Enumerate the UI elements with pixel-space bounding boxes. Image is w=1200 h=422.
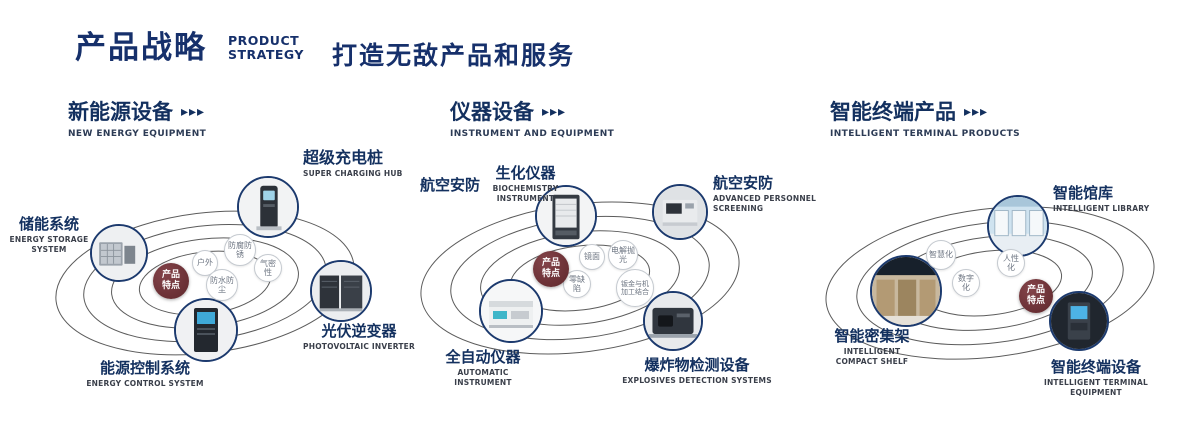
automatic-instrument-image <box>481 281 541 341</box>
label-biochemistry-instrument: 生化仪器 BIOCHEMISTRY INSTRUMENT <box>478 164 573 204</box>
label-super-charging-hub-en: SUPER CHARGING HUB <box>303 169 403 179</box>
label-photovoltaic-inverter-cn: 光伏逆变器 <box>321 322 397 340</box>
section-title-text: 新能源设备 <box>68 100 173 124</box>
label-super-charging-hub: 超级充电桩 SUPER CHARGING HUB <box>303 148 415 179</box>
label-intelligent-library-en: INTELLIGENT LIBRARY <box>1053 204 1150 214</box>
label-personnel-screening: 航空安防 ADVANCED PERSONNEL SCREENING <box>713 174 828 214</box>
label-energy-storage-en: ENERGY STORAGE SYSTEM <box>9 235 89 254</box>
feature-bubble-electropolish: 电解抛光 <box>608 240 638 270</box>
label-intelligent-library: 智能馆库 INTELLIGENT LIBRARY <box>1053 184 1158 214</box>
label-photovoltaic-inverter-en: PHOTOVOLTAIC INVERTER <box>303 342 415 352</box>
page-title-en-line1: PRODUCT <box>228 33 300 48</box>
feature-bubble-zero-defect: 零缺陷 <box>563 270 591 298</box>
label-intelligent-compact-shelf: 智能密集架 INTELLIGENT COMPACT SHELF <box>822 327 922 367</box>
photo-automatic-instrument <box>479 279 543 343</box>
section-title-text: 仪器设备 <box>450 100 534 124</box>
feature-bubble-digital: 数字化 <box>952 269 980 297</box>
page-title-en: PRODUCT STRATEGY <box>228 34 304 61</box>
section-title-new-energy: 新能源设备 ▸▸▸ <box>68 96 206 126</box>
feature-bubble-anticorrosion: 防腐防锈 <box>224 234 256 266</box>
energy-control-image <box>176 300 236 360</box>
triple-arrow-icon: ▸▸▸ <box>964 104 989 120</box>
section-title-en: NEW ENERGY EQUIPMENT <box>68 129 207 139</box>
label-biochemistry-en: BIOCHEMISTRY INSTRUMENT <box>492 184 559 203</box>
terminal-equipment-image <box>1051 293 1107 349</box>
feature-bubble-sheetmetal-machining: 钣金与机加工结合 <box>616 269 654 307</box>
badge-line1: 产品 <box>161 270 180 281</box>
badge-line2: 特点 <box>161 281 180 291</box>
label-intelligent-terminal-equipment: 智能终端设备 INTELLIGENT TERMINAL EQUIPMENT <box>1026 358 1166 398</box>
photo-energy-control-system <box>174 298 238 362</box>
photo-photovoltaic-inverter <box>310 260 372 322</box>
label-personnel-screening-en: ADVANCED PERSONNEL SCREENING <box>713 194 817 213</box>
feature-bubble-smart: 智慧化 <box>926 240 956 270</box>
page-title-en-line2: STRATEGY <box>228 46 304 62</box>
label-super-charging-hub-cn: 超级充电桩 <box>303 148 384 167</box>
label-aviation-security-extra: 航空安防 <box>420 176 481 194</box>
pv-inverter-image <box>312 262 370 320</box>
triple-arrow-icon: ▸▸▸ <box>181 104 206 120</box>
explosives-detection-image <box>645 293 701 349</box>
badge-line2: 特点 <box>541 269 560 279</box>
label-intelligent-compact-shelf-cn: 智能密集架 <box>834 327 910 345</box>
badge-line2: 特点 <box>1026 296 1045 306</box>
label-energy-storage: 储能系统 ENERGY STORAGE SYSTEM <box>6 215 92 255</box>
badge-product-features-2: 产品 特点 <box>533 251 569 287</box>
label-intelligent-compact-shelf-en: INTELLIGENT COMPACT SHELF <box>835 347 909 366</box>
photo-personnel-screening <box>652 184 708 240</box>
label-personnel-screening-cn: 航空安防 <box>713 174 774 192</box>
photo-intelligent-library <box>987 195 1049 257</box>
section-header-instrument: 仪器设备 ▸▸▸ INSTRUMENT AND EQUIPMENT <box>450 96 614 139</box>
label-energy-storage-cn: 储能系统 <box>18 215 79 233</box>
photo-explosives-detection <box>643 291 703 351</box>
label-photovoltaic-inverter: 光伏逆变器 PHOTOVOLTAIC INVERTER <box>300 322 418 352</box>
badge-line1: 产品 <box>541 258 560 269</box>
label-explosives-detection: 爆炸物检测设备 EXPLOSIVES DETECTION SYSTEMS <box>622 356 772 386</box>
label-intelligent-library-cn: 智能馆库 <box>1053 184 1114 202</box>
photo-intelligent-terminal-equipment <box>1049 291 1109 351</box>
feature-bubble-waterproof: 防水防尘 <box>206 269 238 301</box>
energy-storage-image <box>92 226 146 280</box>
photo-intelligent-compact-shelf <box>870 255 942 327</box>
label-automatic-instrument-en: AUTOMATIC INSTRUMENT <box>454 368 512 387</box>
section-title-text: 智能终端产品 <box>830 100 956 124</box>
photo-energy-storage <box>90 224 148 282</box>
badge-product-features-3: 产品 特点 <box>1019 279 1053 313</box>
section-title-en: INTELLIGENT TERMINAL PRODUCTS <box>830 129 1020 139</box>
badge-product-features-1: 产品 特点 <box>153 263 189 299</box>
label-intelligent-terminal-equipment-en: INTELLIGENT TERMINAL EQUIPMENT <box>1043 378 1149 397</box>
charging-hub-image <box>239 178 297 236</box>
section-title-instrument: 仪器设备 ▸▸▸ <box>450 96 614 126</box>
section-header-new-energy: 新能源设备 ▸▸▸ NEW ENERGY EQUIPMENT <box>68 96 206 139</box>
biochemistry-image <box>537 187 595 245</box>
feature-bubble-outdoor: 户外 <box>192 250 218 276</box>
feature-bubble-mirror: 镜面 <box>579 244 605 270</box>
label-explosives-detection-cn: 爆炸物检测设备 <box>644 356 750 374</box>
label-automatic-instrument-cn: 全自动仪器 <box>445 348 521 366</box>
photo-super-charging-hub <box>237 176 299 238</box>
label-intelligent-terminal-equipment-cn: 智能终端设备 <box>1050 358 1141 376</box>
section-title-en: INSTRUMENT AND EQUIPMENT <box>450 129 615 139</box>
section-header-intelligent-terminal: 智能终端产品 ▸▸▸ INTELLIGENT TERMINAL PRODUCTS <box>830 96 1020 139</box>
personnel-screening-image <box>654 186 706 238</box>
intelligent-library-image <box>989 197 1047 255</box>
feature-bubble-airtight: 气密性 <box>254 254 282 282</box>
badge-line1: 产品 <box>1026 285 1045 296</box>
slogan: 打造无敌产品和服务 <box>332 41 576 70</box>
label-energy-control-system-cn: 能源控制系统 <box>99 359 190 377</box>
label-automatic-instrument: 全自动仪器 AUTOMATIC INSTRUMENT <box>428 348 538 388</box>
feature-bubble-humanized: 人性化 <box>997 249 1025 277</box>
section-title-intelligent-terminal: 智能终端产品 ▸▸▸ <box>830 96 1020 126</box>
label-energy-control-system: 能源控制系统 ENERGY CONTROL SYSTEM <box>80 359 210 389</box>
label-energy-control-system-en: ENERGY CONTROL SYSTEM <box>86 379 204 389</box>
page-title: 产品战略 <box>75 30 207 66</box>
compact-shelf-image <box>872 257 940 325</box>
photo-biochemistry-instrument <box>535 185 597 247</box>
label-explosives-detection-en: EXPLOSIVES DETECTION SYSTEMS <box>622 376 772 386</box>
triple-arrow-icon: ▸▸▸ <box>542 104 567 120</box>
label-biochemistry-cn: 生化仪器 <box>495 164 556 182</box>
